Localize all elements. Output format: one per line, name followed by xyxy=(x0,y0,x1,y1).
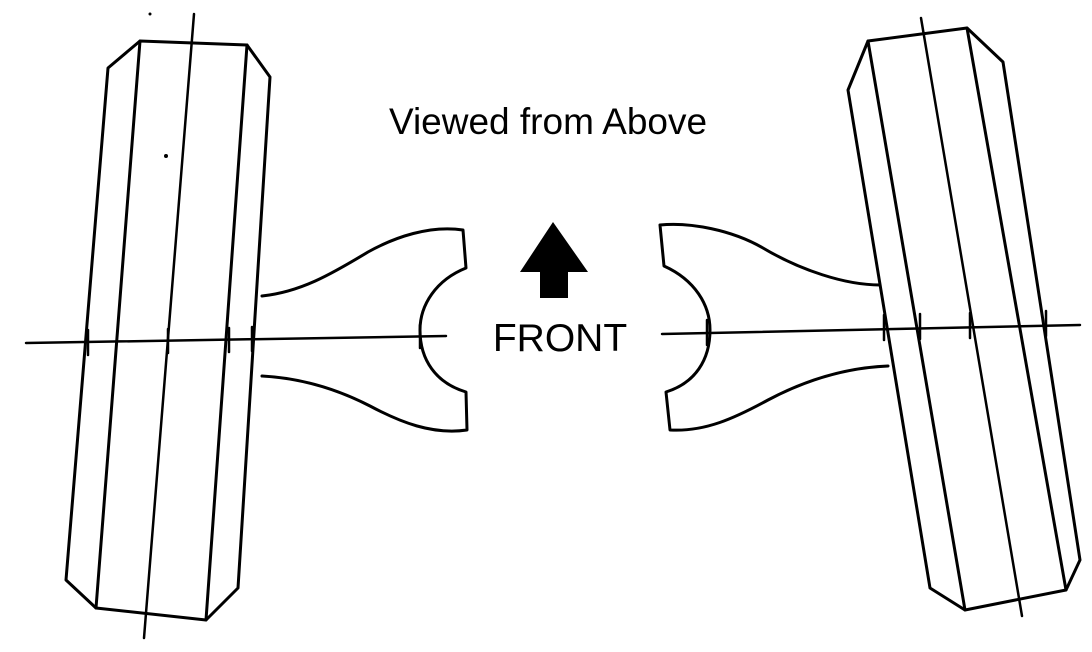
left-wheel-centerline xyxy=(142,12,196,640)
right-tire-tread-line xyxy=(866,39,967,612)
left-tire-tread-line xyxy=(204,43,249,622)
left-axle-line xyxy=(24,334,448,345)
right-axle-markers xyxy=(705,309,1048,347)
right-wheel xyxy=(846,16,1082,618)
right-tire-tread-line xyxy=(965,26,1068,592)
left-wheel xyxy=(64,12,272,640)
left-tire-tread-line xyxy=(94,39,142,610)
left-axle-markers xyxy=(86,323,422,357)
scan-speck xyxy=(164,154,168,158)
scan-speck xyxy=(148,12,152,16)
right-axle-line xyxy=(660,323,1082,336)
right-wheel-centerline xyxy=(919,16,1024,618)
front-label: FRONT xyxy=(493,317,627,360)
diagram-title: Viewed from Above xyxy=(389,101,707,142)
right-spindle xyxy=(658,222,890,432)
left-spindle xyxy=(260,227,469,433)
front-arrow-icon xyxy=(520,222,588,298)
